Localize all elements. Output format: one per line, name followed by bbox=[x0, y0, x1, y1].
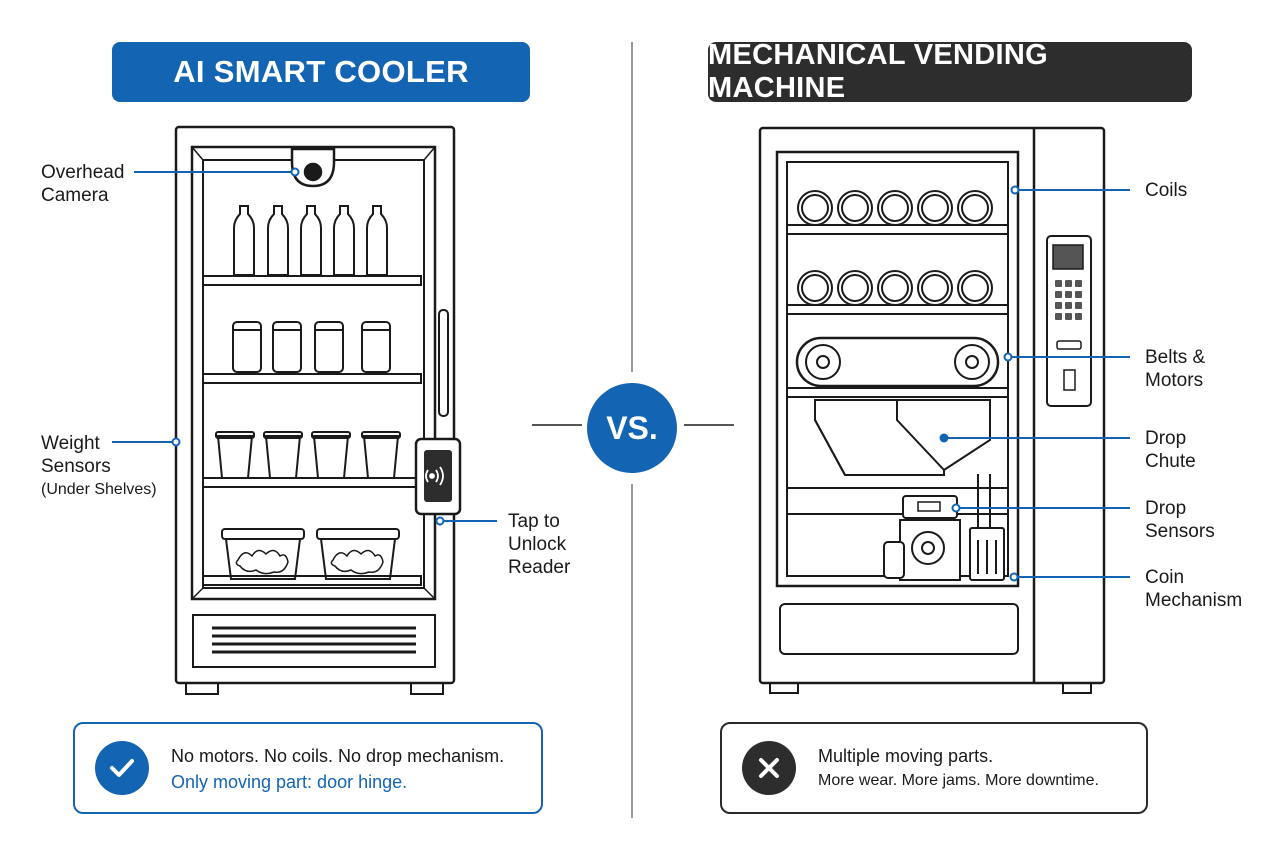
cooler-foot-right bbox=[410, 682, 444, 695]
control-display bbox=[1052, 244, 1084, 270]
weight-label-line1: Weight bbox=[41, 433, 100, 454]
drop-sensor bbox=[902, 495, 958, 519]
coin-mechanism-label: Coin Mechanism bbox=[1145, 566, 1242, 612]
tap-label-line2: Unlock bbox=[508, 534, 567, 555]
vending-foot-right bbox=[1062, 682, 1092, 694]
coils-label-text: Coils bbox=[1145, 180, 1188, 201]
cooler-vent bbox=[192, 614, 436, 668]
sensors-label-line1: Drop bbox=[1145, 498, 1187, 519]
coin-slot bbox=[1056, 340, 1082, 350]
cups bbox=[215, 431, 401, 479]
vending-machine bbox=[758, 126, 1106, 694]
product-tray bbox=[786, 487, 1009, 515]
camera-label-line2: Camera bbox=[41, 185, 109, 206]
cooler-body bbox=[174, 125, 456, 685]
salad-boxes bbox=[221, 528, 400, 580]
chute-label-line1: Drop bbox=[1145, 428, 1187, 449]
vending-summary-line2: More wear. More jams. More downtime. bbox=[818, 772, 1099, 789]
nfc-icon bbox=[425, 466, 444, 486]
belts-label: Belts & Motors bbox=[1145, 346, 1205, 392]
bill-slot bbox=[1063, 369, 1076, 391]
belts-label-line1: Belts & bbox=[1145, 347, 1206, 368]
camera-lens bbox=[303, 162, 323, 182]
tap-label-line1: Tap to bbox=[508, 511, 560, 532]
drop-sensors-label: Drop Sensors bbox=[1145, 497, 1215, 543]
vs-badge: VS. bbox=[587, 383, 677, 473]
vending-summary-card: Multiple moving parts. More wear. More j… bbox=[720, 722, 1148, 814]
cooler-summary-card: No motors. No coils. No drop mechanism. … bbox=[73, 722, 543, 814]
belts-label-line2: Motors bbox=[1145, 370, 1204, 391]
vending-foot-left bbox=[769, 682, 799, 694]
camera-label: Overhead Camera bbox=[41, 161, 124, 207]
cooler-foot-left bbox=[185, 682, 219, 695]
vent-slats bbox=[212, 626, 416, 654]
vending-body bbox=[758, 126, 1106, 685]
coils-row-1 bbox=[797, 190, 993, 226]
tap-label-line3: Reader bbox=[508, 557, 571, 578]
vending-shelf-3 bbox=[786, 387, 1009, 398]
control-panel bbox=[1046, 235, 1092, 407]
cooler-callouts bbox=[112, 167, 497, 526]
vending-title: MECHANICAL VENDING MACHINE bbox=[708, 39, 1192, 104]
sensors-label-line2: Sensors bbox=[1145, 521, 1215, 542]
shelf-2 bbox=[202, 373, 422, 384]
vending-shelf-2 bbox=[786, 304, 1009, 315]
vending-window-frame bbox=[775, 150, 1020, 588]
camera-label-line1: Overhead bbox=[41, 162, 125, 183]
smart-cooler bbox=[174, 125, 462, 695]
check-icon bbox=[95, 741, 149, 795]
cooler-door-frame bbox=[190, 145, 437, 601]
shelf-3 bbox=[202, 477, 422, 488]
coin-label-line1: Coin bbox=[1145, 567, 1185, 588]
coils-row-2 bbox=[797, 270, 993, 306]
pickup-door bbox=[779, 603, 1019, 655]
cooler-summary-line1: No motors. No coils. No drop mechanism. bbox=[171, 746, 505, 766]
drop-chute bbox=[814, 399, 945, 476]
vending-shelf-1 bbox=[786, 224, 1009, 235]
door-handle bbox=[438, 309, 449, 417]
tap-reader-label: Tap to Unlock Reader bbox=[508, 510, 570, 579]
motor-housing bbox=[899, 519, 961, 581]
vending-summary-line1: Multiple moving parts. bbox=[818, 746, 994, 766]
weight-label-line2: Sensors bbox=[41, 456, 111, 477]
weight-sensors-label: Weight Sensors (Under Shelves) bbox=[41, 432, 157, 501]
bottles bbox=[233, 205, 388, 276]
coils-label: Coils bbox=[1145, 179, 1187, 202]
cans bbox=[232, 321, 391, 373]
cooler-summary-line2: Only moving part: door hinge. bbox=[171, 772, 408, 792]
chute-label-line2: Chute bbox=[1145, 451, 1196, 472]
keypad bbox=[1055, 280, 1082, 320]
drop-chute-label: Drop Chute bbox=[1145, 427, 1196, 473]
vending-callouts bbox=[939, 185, 1130, 582]
coin-label-line2: Mechanism bbox=[1145, 590, 1243, 611]
x-icon bbox=[742, 741, 796, 795]
cooler-title: AI SMART COOLER bbox=[112, 42, 530, 102]
belt bbox=[795, 336, 1000, 388]
shelf-1 bbox=[202, 275, 422, 286]
weight-label-line3: (Under Shelves) bbox=[41, 481, 157, 498]
shelf-4 bbox=[202, 575, 422, 586]
